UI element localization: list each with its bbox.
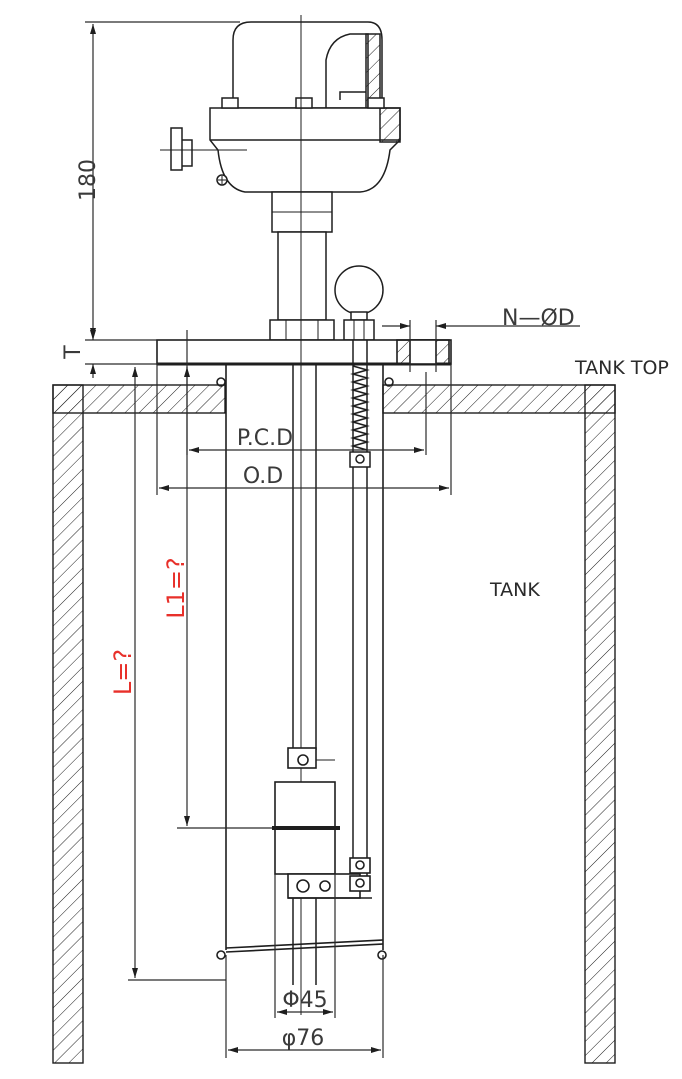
label-l1: L1=?: [162, 557, 190, 619]
dimension-n-phi-d: [382, 320, 580, 455]
label-od: O.D: [243, 464, 283, 489]
label-n-phi-d: N—ØD: [502, 306, 575, 331]
label-tank: TANK: [489, 579, 540, 601]
test-knob: [334, 265, 384, 341]
dimension-od: [156, 364, 452, 495]
dimension-phi45: [274, 874, 336, 1018]
dimension-l1: [177, 367, 272, 829]
dimension-t: [85, 330, 160, 378]
label-t: T: [61, 345, 86, 360]
guide-tube: [216, 364, 394, 960]
mounting-flange: [156, 339, 452, 366]
label-pcd: P.C.D: [237, 426, 293, 451]
label-phi45: Φ45: [282, 988, 327, 1013]
label-180: 180: [76, 159, 101, 201]
junction-box-head: [160, 21, 401, 193]
tank-walls: [52, 384, 616, 1064]
spring-rod: [349, 340, 371, 890]
label-phi76: φ76: [282, 1026, 325, 1051]
float-body: [272, 747, 372, 985]
label-l: L=?: [109, 649, 137, 695]
dimension-180: [85, 21, 240, 341]
label-tank-top: TANK TOP: [574, 357, 669, 379]
dimension-l: [128, 367, 226, 981]
dimension-phi76: [225, 955, 384, 1058]
stem-neck: [269, 191, 335, 341]
